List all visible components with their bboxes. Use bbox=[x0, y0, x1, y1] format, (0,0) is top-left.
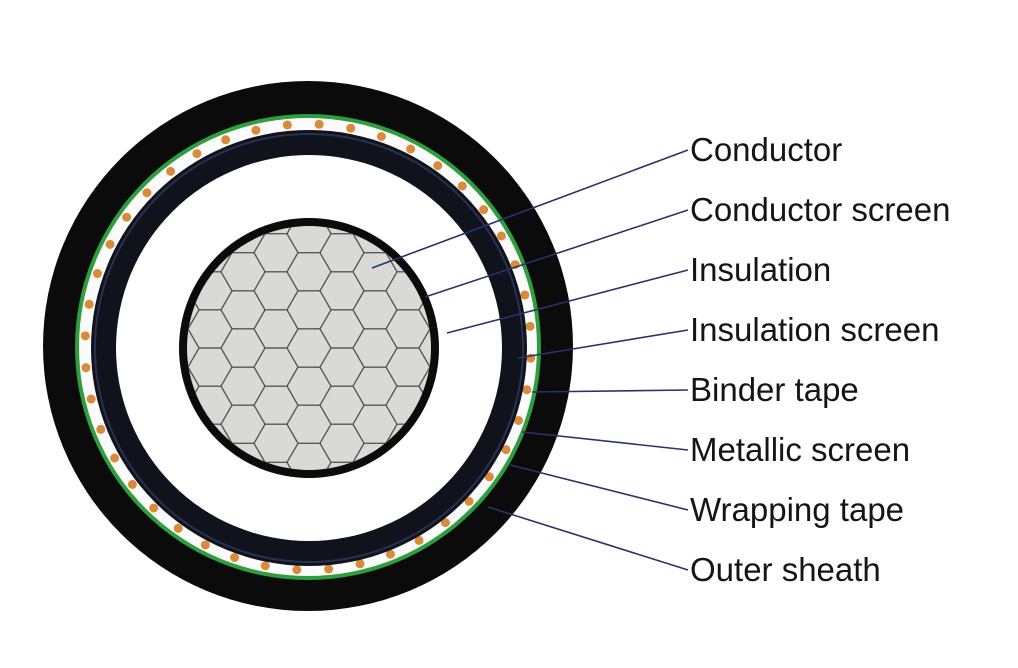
binder-tape-ring bbox=[94, 133, 524, 563]
copper-wire bbox=[86, 394, 96, 404]
label-outer-sheath: Outer sheath bbox=[690, 551, 881, 588]
copper-wire bbox=[520, 290, 530, 300]
copper-wire bbox=[127, 479, 137, 489]
copper-wire bbox=[496, 231, 506, 241]
label-insulation-screen: Insulation screen bbox=[690, 311, 940, 348]
copper-wire bbox=[414, 535, 424, 545]
copper-wire bbox=[122, 212, 132, 222]
copper-wire bbox=[292, 565, 302, 575]
strand bbox=[418, 366, 431, 406]
copper-wire bbox=[200, 540, 210, 550]
copper-wire bbox=[484, 472, 494, 482]
copper-wire bbox=[80, 331, 90, 341]
label-insulation: Insulation bbox=[690, 251, 832, 288]
label-wrapping-tape: Wrapping tape bbox=[690, 491, 905, 528]
copper-wire bbox=[251, 125, 261, 135]
copper-wire bbox=[92, 269, 102, 279]
copper-wire bbox=[324, 564, 334, 574]
metallic-screen-wires bbox=[80, 119, 536, 575]
leader-line bbox=[371, 149, 689, 269]
copper-wire bbox=[464, 496, 474, 506]
copper-wire bbox=[501, 445, 511, 455]
copper-wire bbox=[142, 188, 152, 198]
copper-wire bbox=[376, 131, 386, 141]
copper-wire bbox=[355, 559, 365, 569]
copper-wire bbox=[230, 553, 240, 563]
leader-line bbox=[509, 464, 689, 511]
copper-wire bbox=[440, 518, 450, 528]
copper-wire bbox=[149, 503, 159, 513]
copper-wire bbox=[525, 321, 535, 331]
copper-wire bbox=[84, 299, 94, 309]
leader-line bbox=[521, 431, 689, 451]
copper-wire bbox=[514, 415, 524, 425]
copper-wire bbox=[385, 549, 395, 559]
copper-wire bbox=[314, 119, 324, 129]
copper-wire bbox=[166, 166, 176, 176]
copper-wire bbox=[346, 123, 356, 133]
label-conductor-screen: Conductor screen bbox=[690, 191, 951, 228]
copper-wire bbox=[479, 205, 489, 215]
copper-wire bbox=[81, 363, 91, 373]
label-conductor: Conductor bbox=[690, 131, 843, 168]
strand bbox=[418, 328, 431, 368]
copper-wire bbox=[522, 385, 532, 395]
copper-wire bbox=[96, 424, 106, 434]
copper-wire bbox=[192, 149, 202, 159]
leader-line bbox=[487, 506, 689, 571]
leader-line bbox=[517, 329, 689, 359]
leader-line bbox=[446, 269, 689, 334]
copper-wire bbox=[173, 523, 183, 533]
conductor bbox=[187, 226, 431, 470]
copper-wire bbox=[433, 161, 443, 171]
copper-wire bbox=[282, 120, 292, 130]
copper-wire bbox=[260, 561, 270, 571]
copper-wire bbox=[221, 135, 231, 145]
copper-wire bbox=[457, 181, 467, 191]
label-metallic-screen: Metallic screen bbox=[690, 431, 911, 468]
strand bbox=[418, 290, 431, 330]
leader-line bbox=[424, 209, 689, 298]
leader-line bbox=[531, 389, 689, 393]
copper-wire bbox=[105, 239, 115, 249]
copper-wire bbox=[406, 144, 416, 154]
copper-wire bbox=[110, 453, 120, 463]
label-binder-tape: Binder tape bbox=[690, 371, 859, 408]
leader-lines bbox=[371, 149, 689, 571]
